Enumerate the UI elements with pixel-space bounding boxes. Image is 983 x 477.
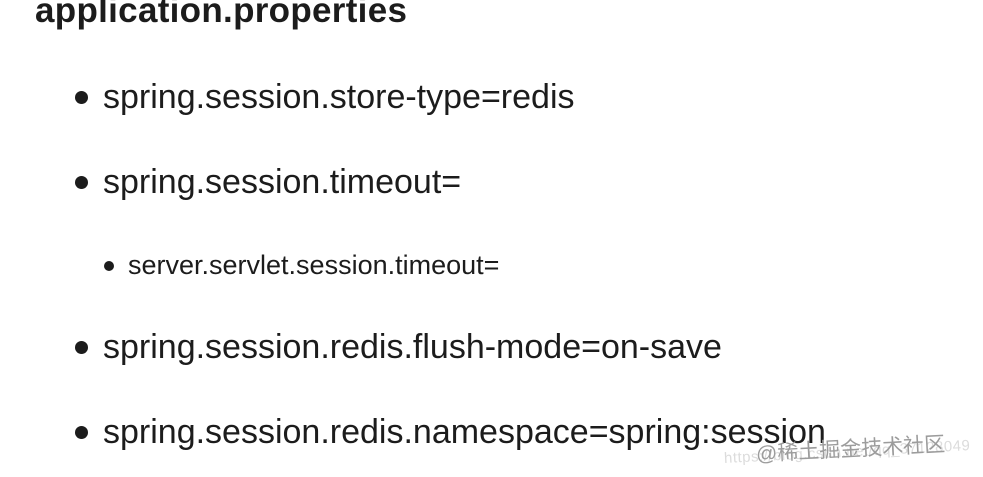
- bullet-icon: [104, 260, 114, 271]
- property-text: spring.session.redis.namespace=spring:se…: [103, 413, 826, 451]
- bullet-icon: [75, 426, 88, 439]
- property-text: spring.session.redis.flush-mode=on-save: [103, 328, 722, 366]
- bullet-icon: [75, 91, 88, 104]
- bullet-icon: [75, 341, 88, 354]
- list-item: spring.session.redis.namespace=spring:se…: [75, 413, 826, 452]
- property-text: spring.session.store-type=redis: [103, 78, 575, 116]
- list-item: server.servlet.session.timeout=: [104, 250, 499, 281]
- page-title: application.properties: [35, 0, 408, 30]
- bullet-icon: [75, 176, 88, 189]
- property-text: spring.session.timeout=: [103, 163, 462, 201]
- list-item: spring.session.store-type=redis: [75, 78, 575, 117]
- list-item: spring.session.timeout=: [75, 163, 461, 202]
- list-item: spring.session.redis.flush-mode=on-save: [75, 328, 722, 367]
- property-text: server.servlet.session.timeout=: [128, 250, 500, 280]
